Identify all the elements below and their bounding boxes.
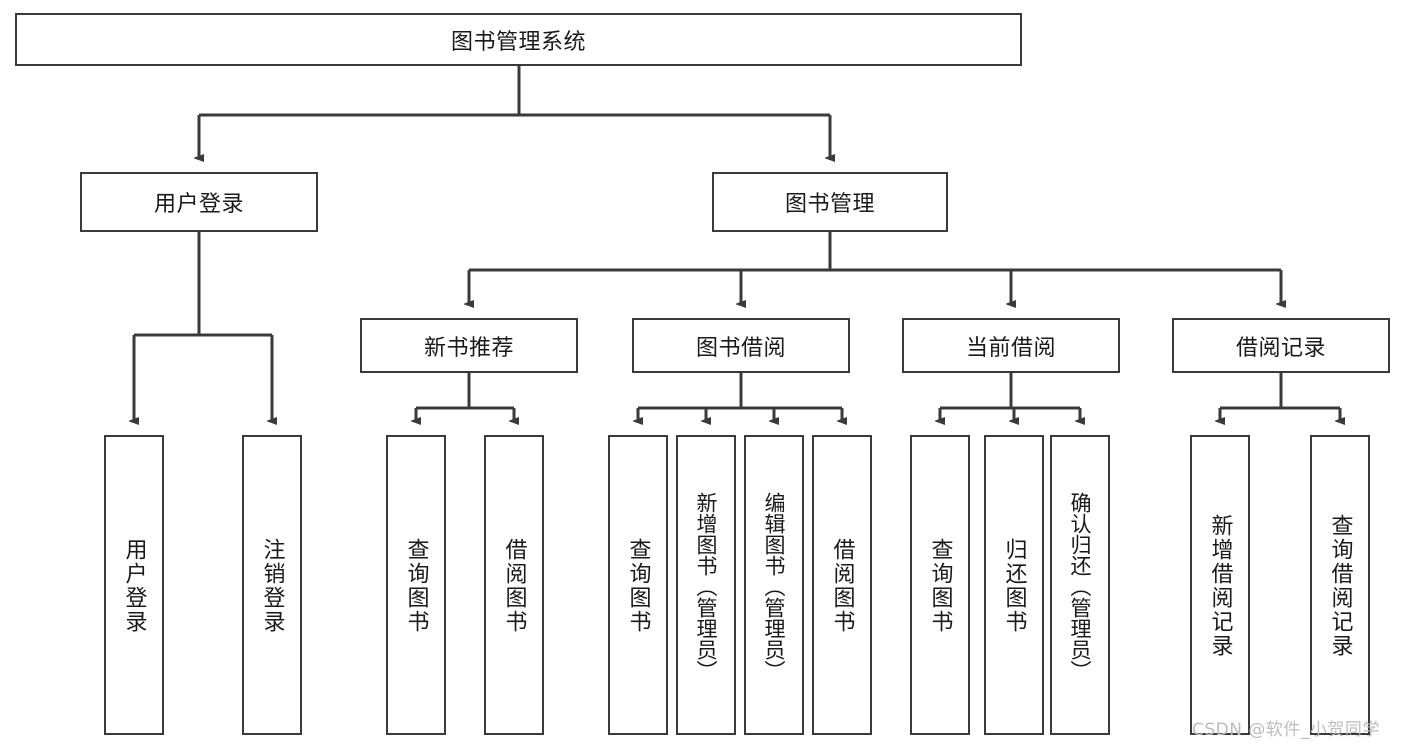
watermark-text: CSDN @软件_小贺同学 <box>1192 720 1380 740</box>
node-leaf-confirm-return-label: 确认归还（管理员） <box>1068 491 1093 681</box>
node-book-manage[interactable]: 图书管理 <box>712 172 948 232</box>
node-leaf-edit-book-label: 编辑图书（管理员） <box>762 491 787 681</box>
node-leaf-query-book-1-label: 查询图书 <box>403 538 429 634</box>
node-leaf-add-record[interactable]: 新增借阅记录 <box>1190 435 1250 735</box>
node-book-manage-label: 图书管理 <box>784 192 875 217</box>
node-new-book-recommend-label: 新书推荐 <box>423 335 514 361</box>
node-user-login[interactable]: 用户登录 <box>80 172 318 232</box>
node-current-borrow[interactable]: 当前借阅 <box>902 318 1120 373</box>
node-leaf-user-login[interactable]: 用户登录 <box>104 435 164 735</box>
node-borrow-record-label: 借阅记录 <box>1235 335 1326 361</box>
node-leaf-query-book-2[interactable]: 查询图书 <box>608 435 668 735</box>
node-leaf-borrow-book-1-label: 借阅图书 <box>501 538 527 634</box>
node-leaf-query-book-3-label: 查询图书 <box>927 538 953 634</box>
node-leaf-query-book-2-label: 查询图书 <box>625 538 651 634</box>
node-leaf-edit-book[interactable]: 编辑图书（管理员） <box>744 435 804 735</box>
node-leaf-logout[interactable]: 注销登录 <box>242 435 302 735</box>
node-borrow-record[interactable]: 借阅记录 <box>1172 318 1390 373</box>
node-book-borrow-label: 图书借阅 <box>695 335 786 361</box>
node-book-borrow[interactable]: 图书借阅 <box>632 318 850 373</box>
node-leaf-user-login-label: 用户登录 <box>121 538 147 634</box>
node-leaf-add-record-label: 新增借阅记录 <box>1207 514 1233 658</box>
node-leaf-logout-label: 注销登录 <box>259 538 285 634</box>
node-leaf-return-book-label: 归还图书 <box>1001 538 1027 634</box>
node-leaf-query-book-3[interactable]: 查询图书 <box>910 435 970 735</box>
node-leaf-query-record-label: 查询借阅记录 <box>1327 514 1353 658</box>
node-user-login-label: 用户登录 <box>153 192 244 217</box>
node-leaf-query-book-1[interactable]: 查询图书 <box>386 435 446 735</box>
node-leaf-return-book[interactable]: 归还图书 <box>984 435 1044 735</box>
node-leaf-query-record[interactable]: 查询借阅记录 <box>1310 435 1370 735</box>
node-leaf-add-book[interactable]: 新增图书（管理员） <box>676 435 736 735</box>
node-current-borrow-label: 当前借阅 <box>965 335 1056 361</box>
node-new-book-recommend[interactable]: 新书推荐 <box>360 318 578 373</box>
node-root-label: 图书管理系统 <box>450 29 586 55</box>
node-leaf-borrow-book-2[interactable]: 借阅图书 <box>812 435 872 735</box>
node-leaf-borrow-book-2-label: 借阅图书 <box>829 538 855 634</box>
node-root[interactable]: 图书管理系统 <box>15 13 1022 66</box>
node-leaf-add-book-label: 新增图书（管理员） <box>694 491 719 681</box>
node-leaf-confirm-return[interactable]: 确认归还（管理员） <box>1050 435 1110 735</box>
node-leaf-borrow-book-1[interactable]: 借阅图书 <box>484 435 544 735</box>
